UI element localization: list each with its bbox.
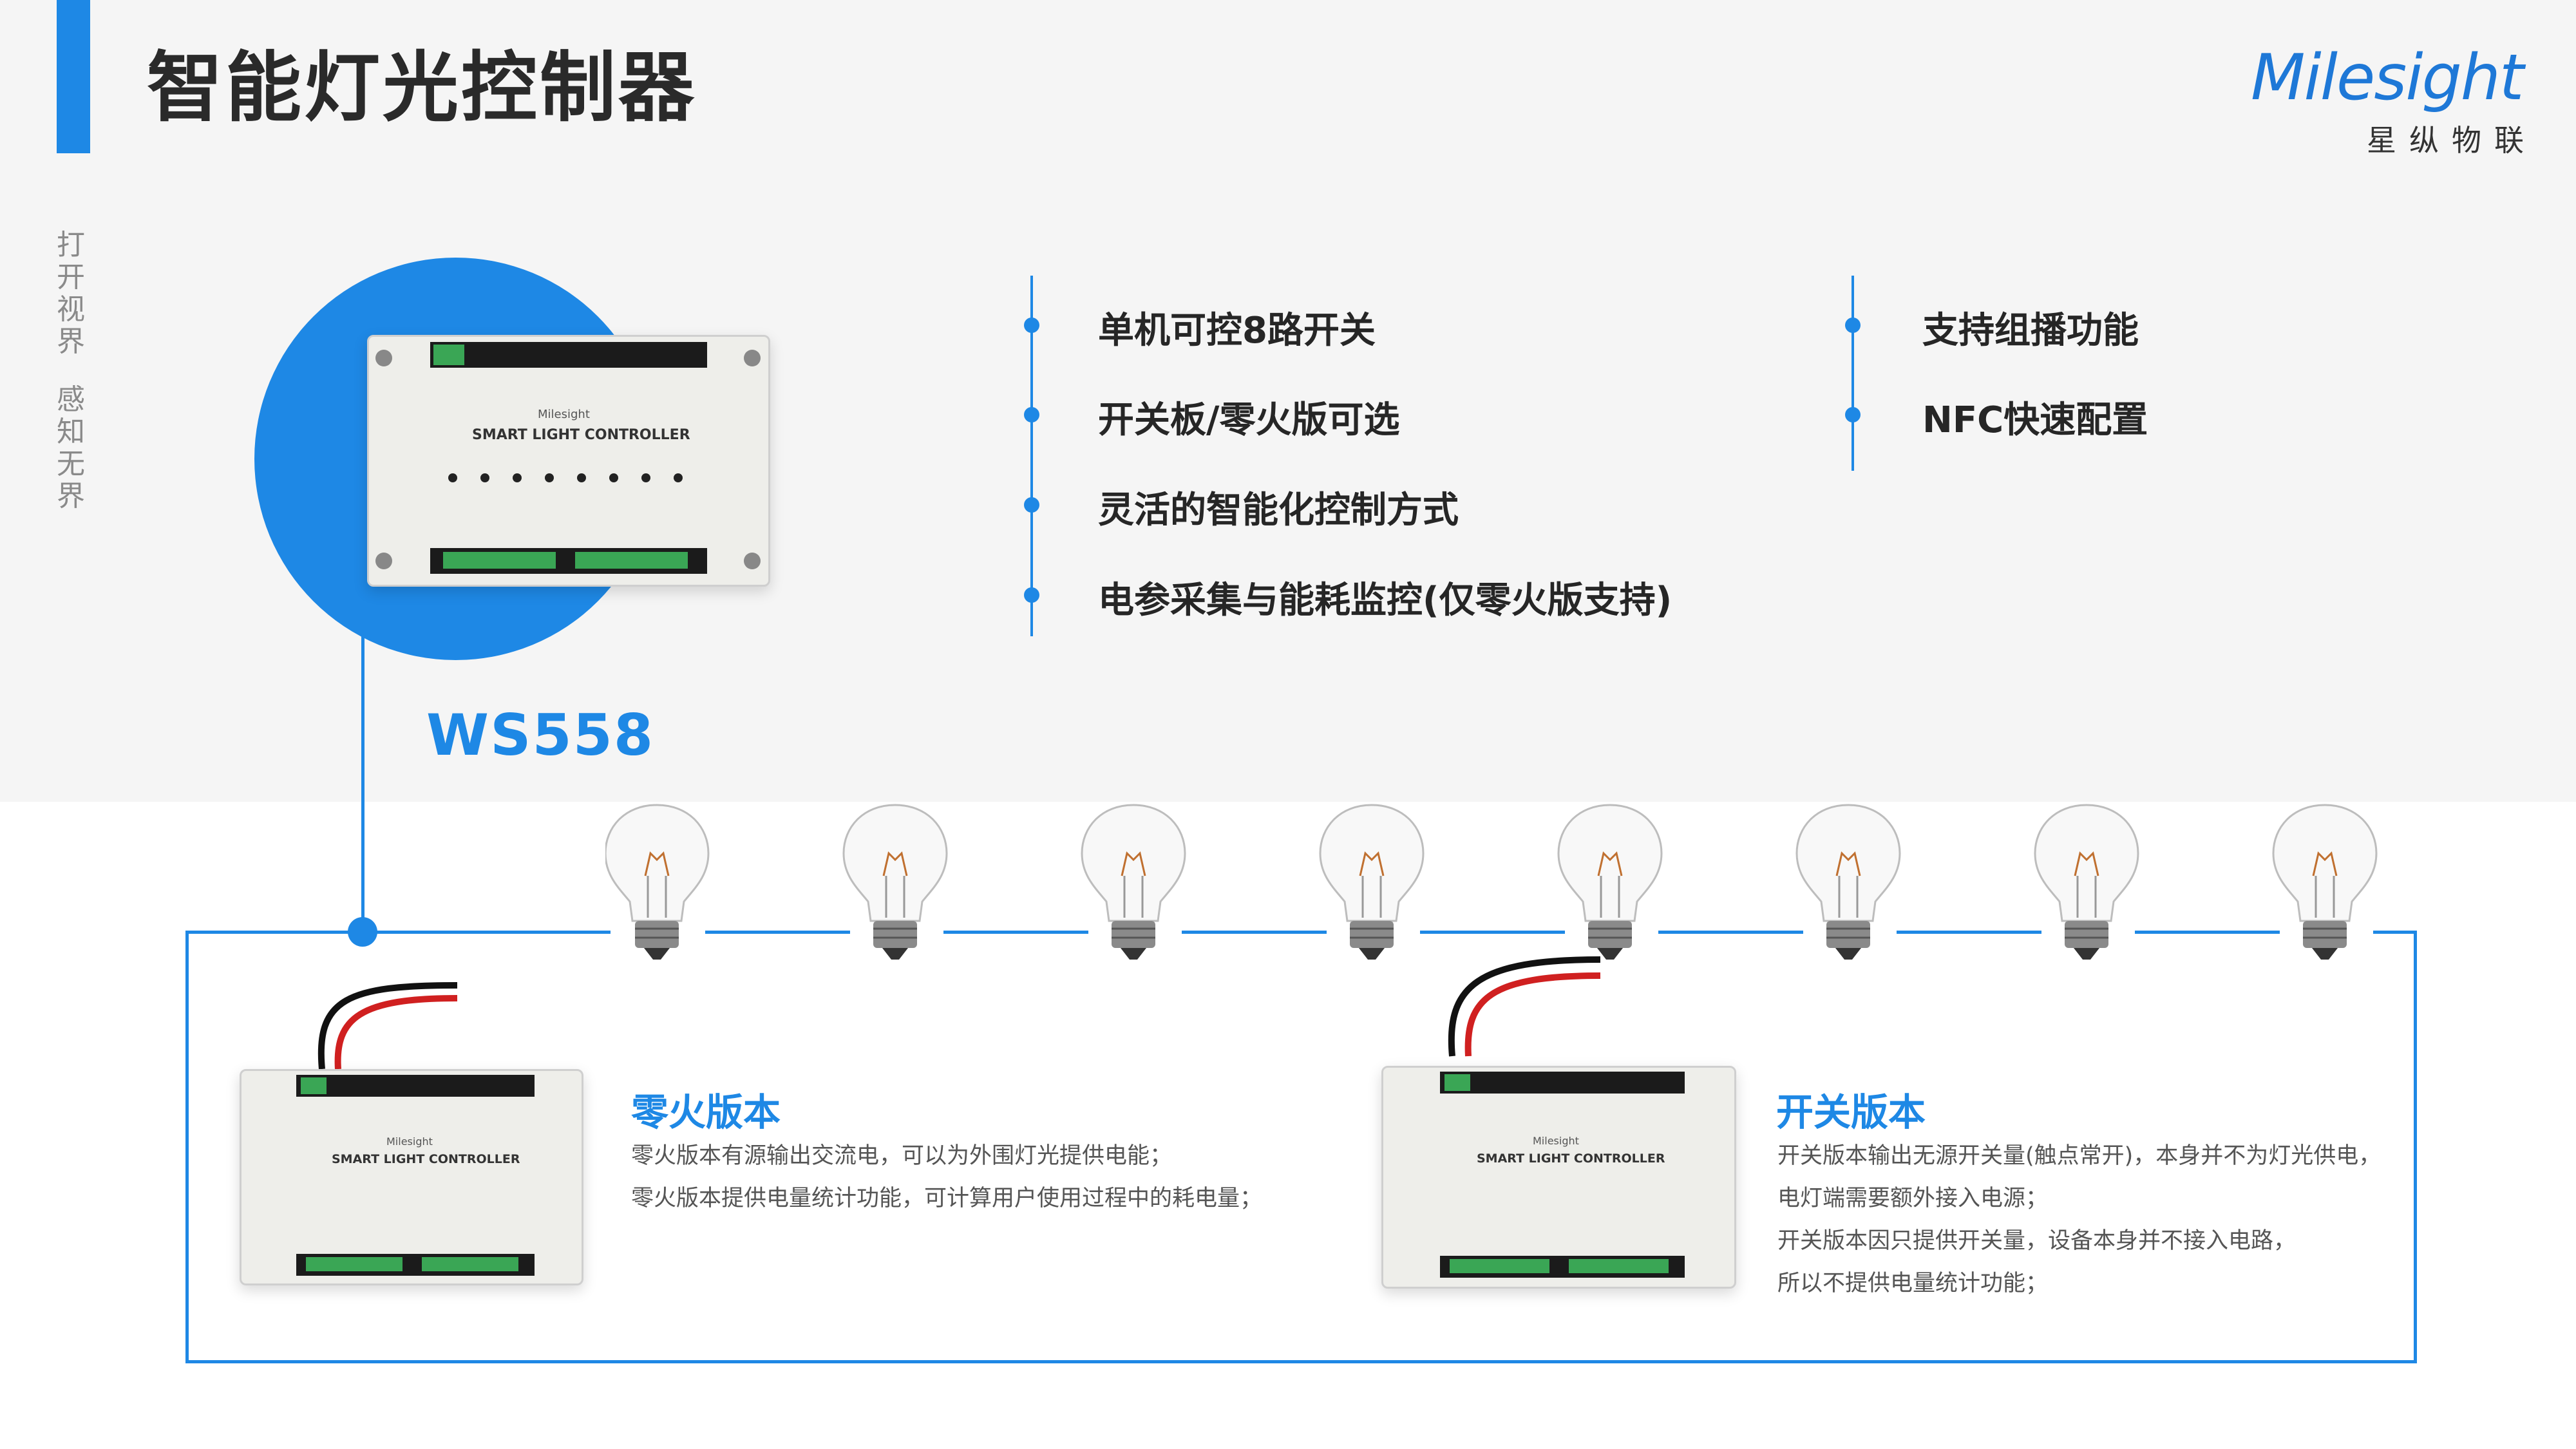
feature-bullet <box>1845 317 1861 333</box>
bus-line <box>1897 931 2041 934</box>
bus-line <box>1658 931 1803 934</box>
device-output-terminal-2 <box>1569 1259 1669 1273</box>
version-desc-zero-fire: 零火版本有源输出交流电，可以为外围灯光提供电能； 零火版本提供电量统计功能，可计… <box>631 1135 1262 1220</box>
device-a-wires <box>309 960 464 1075</box>
mount-hole-icon <box>744 553 761 569</box>
device-output-terminal-1 <box>443 552 556 569</box>
features-right-line <box>1852 276 1854 471</box>
side-tagline-char: 开 <box>57 261 85 294</box>
mount-hole-icon <box>375 553 392 569</box>
device-power-terminal <box>301 1077 327 1094</box>
device-led-row <box>446 472 691 484</box>
device-brand: Milesight <box>538 408 590 421</box>
feature-item: 灵活的智能化控制方式 <box>1098 489 1459 531</box>
feature-item: NFC快速配置 <box>1922 399 2148 441</box>
brand-logo: Milesight 星纵物联 <box>2251 41 2524 164</box>
device-top-terminal <box>296 1075 535 1097</box>
side-tagline-char: 视 <box>57 293 85 326</box>
device-label: SMART LIGHT CONTROLLER <box>1477 1151 1665 1166</box>
device-top-terminal <box>430 342 707 368</box>
side-tagline-char: 打 <box>57 229 85 261</box>
device-power-terminal <box>1444 1074 1470 1091</box>
title-accent-bar <box>57 0 90 153</box>
bulbs-row <box>604 799 2396 966</box>
device-brand: Milesight <box>386 1135 433 1148</box>
device-brand: Milesight <box>1533 1135 1579 1147</box>
feature-bullet <box>1024 407 1039 422</box>
mount-hole-icon <box>375 350 392 366</box>
device-power-terminal <box>433 345 464 365</box>
side-tagline-char: 知 <box>57 415 85 448</box>
logo-wordmark: Milesight <box>2251 41 2524 115</box>
side-tagline: 打开视界 感知无界 <box>52 229 90 513</box>
side-tagline-1: 打开视界 <box>52 229 90 358</box>
feature-item: 电参采集与能耗监控(仅零火版支持) <box>1098 580 1672 621</box>
connector-line <box>361 618 365 934</box>
device-label: SMART LIGHT CONTROLLER <box>472 427 690 443</box>
device-output-terminal-1 <box>1450 1259 1549 1273</box>
desc-line: 零火版本提供电量统计功能，可计算用户使用过程中的耗电量； <box>631 1186 1263 1211</box>
device-output-terminal-1 <box>306 1257 402 1271</box>
wire-icon <box>1448 956 1601 1057</box>
wire-icon <box>317 982 458 1070</box>
feature-item: 单机可控8路开关 <box>1098 310 1376 352</box>
desc-line: 所以不提供电量统计功能； <box>1777 1271 2049 1296</box>
desc-line: 零火版本有源输出交流电，可以为外围灯光提供电能； <box>631 1143 1173 1169</box>
page-title: 智能灯光控制器 <box>147 43 697 132</box>
device-a-image: Milesight SMART LIGHT CONTROLLER <box>240 1069 583 1285</box>
features-left-line <box>1030 276 1033 636</box>
bus-line <box>943 931 1088 934</box>
feature-bullet <box>1024 497 1039 513</box>
feature-bullet <box>1845 407 1861 422</box>
feature-bullet <box>1024 317 1039 333</box>
device-output-terminal-2 <box>422 1257 518 1271</box>
versions-frame <box>185 932 2417 1363</box>
side-tagline-char: 感 <box>57 383 85 416</box>
version-desc-switch: 开关版本输出无源开关量(触点常开)，本身并不为灯光供电， 电灯端需要额外接入电源… <box>1777 1135 2381 1305</box>
device-top-terminal <box>1440 1072 1685 1094</box>
feature-item: 开关板/零火版可选 <box>1098 399 1400 441</box>
device-output-terminal-2 <box>575 552 688 569</box>
feature-item: 支持组播功能 <box>1922 310 2139 352</box>
bus-line <box>185 931 611 934</box>
side-tagline-char: 界 <box>57 325 85 358</box>
mount-hole-icon <box>744 350 761 366</box>
side-tagline-char: 界 <box>57 480 85 513</box>
device-label: SMART LIGHT CONTROLLER <box>332 1152 520 1166</box>
model-name: WS558 <box>426 702 655 768</box>
bus-line <box>2373 931 2417 934</box>
version-title-switch: 开关版本 <box>1776 1090 1926 1134</box>
bus-line <box>705 931 850 934</box>
desc-line: 开关版本因只提供开关量，设备本身并不接入电路， <box>1777 1228 2297 1254</box>
side-tagline-2: 感知无界 <box>52 384 90 513</box>
led-dots <box>448 473 683 482</box>
device-b-image: Milesight SMART LIGHT CONTROLLER <box>1381 1066 1736 1289</box>
bulb-icons <box>604 804 2378 961</box>
bus-line <box>1182 931 1327 934</box>
logo-subtitle: 星纵物联 <box>2367 123 2537 158</box>
hero-device-image: Milesight SMART LIGHT CONTROLLER <box>367 335 770 587</box>
side-tagline-char: 无 <box>57 448 85 480</box>
version-title-zero-fire: 零火版本 <box>631 1090 781 1134</box>
device-b-wires <box>1439 947 1607 1063</box>
desc-line: 电灯端需要额外接入电源； <box>1777 1186 2049 1211</box>
feature-bullet <box>1024 587 1039 603</box>
bus-line <box>2135 931 2280 934</box>
desc-line: 开关版本输出无源开关量(触点常开)，本身并不为灯光供电， <box>1777 1143 2382 1169</box>
bus-line <box>1420 931 1565 934</box>
